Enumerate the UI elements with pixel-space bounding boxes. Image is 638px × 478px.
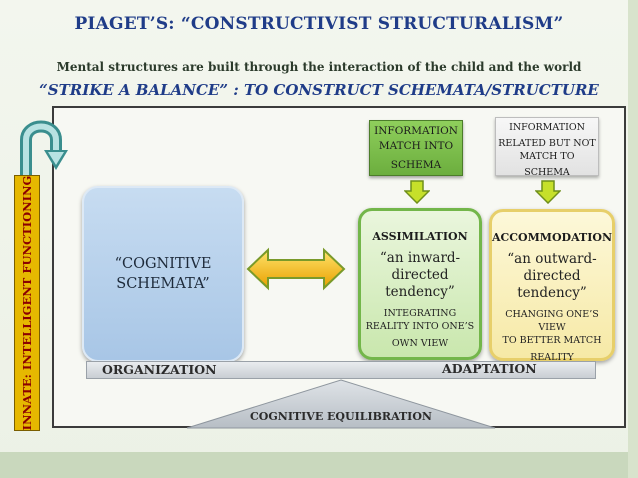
adaptation-label: ADAPTATION [442, 361, 537, 376]
accommodation-box: ACCOMMODATION “an outward- directed tend… [489, 209, 615, 364]
assimilation-description: INTEGRATING REALITY INTO ONE’S OWN VIEW [361, 307, 479, 350]
organization-label: ORGANIZATION [102, 362, 217, 377]
assimilation-desc-line-2: REALITY INTO ONE’S [365, 321, 475, 332]
down-arrow-icon [535, 180, 561, 204]
accommodation-quote: “an outward- directed tendency” [492, 251, 612, 302]
cognitive-schemata-label: “COGNITIVE SCHEMATA” [115, 254, 212, 294]
accommodation-quote-line-2: directed [523, 268, 581, 284]
cognitive-schemata-box: “COGNITIVE SCHEMATA” [82, 186, 244, 362]
down-arrow-icon [404, 180, 430, 204]
accommodation-desc-line-1: CHANGING ONE’S VIEW [505, 309, 599, 333]
right-band [628, 0, 638, 478]
assimilation-box: ASSIMILATION “an inward- directed tenden… [358, 208, 482, 360]
slide-subtitle: Mental structures are built through the … [56, 60, 582, 74]
accommodation-description: CHANGING ONE’S VIEW TO BETTER MATCH REAL… [492, 308, 612, 364]
info-match-line-2: MATCH INTO [378, 140, 454, 152]
assimilation-quote-line-3: tendency” [385, 284, 455, 300]
info-match-box: INFORMATION MATCH INTO SCHEMA [369, 120, 463, 176]
schemata-line-2: SCHEMATA” [116, 276, 210, 292]
cognitive-equilibration-label: COGNITIVE EQUILIBRATION [250, 410, 432, 423]
accommodation-quote-line-1: “an outward- [507, 251, 597, 267]
assimilation-heading: ASSIMILATION [372, 230, 468, 243]
balance-beam [86, 361, 596, 379]
info-related-line-3: MATCH TO [519, 151, 575, 162]
slide-subtitle-quote: “STRIKE A BALANCE” : TO CONSTRUCT SCHEMA… [39, 81, 599, 99]
innate-functioning-bar: INNATE: INTELLIGENT FUNCTIONING [14, 175, 40, 431]
accommodation-desc-line-2: TO BETTER MATCH [502, 335, 602, 346]
info-match-line-3: SCHEMA [390, 159, 442, 171]
assimilation-quote: “an inward- directed tendency” [361, 250, 479, 301]
assimilation-desc-line-3: OWN VIEW [391, 338, 449, 349]
accommodation-quote-line-3: tendency” [517, 285, 587, 301]
assimilation-desc-line-1: INTEGRATING [383, 308, 457, 319]
assimilation-quote-line-2: directed [391, 267, 449, 283]
bottom-band [0, 452, 638, 478]
info-related-line-1: INFORMATION [509, 122, 585, 133]
accommodation-desc-line-3: REALITY [530, 352, 574, 363]
innate-functioning-label: INNATE: INTELLIGENT FUNCTIONING [20, 175, 34, 431]
schemata-line-1: “COGNITIVE [114, 256, 212, 272]
fulcrum-triangle [186, 379, 496, 429]
double-arrow-icon [246, 247, 346, 291]
info-match-line-1: INFORMATION [374, 125, 458, 137]
info-related-line-2: RELATED BUT NOT [498, 138, 596, 149]
assimilation-quote-line-1: “an inward- [379, 250, 461, 266]
curved-arrow-icon [20, 120, 68, 178]
slide-title: PIAGET’S: “CONSTRUCTIVIST STRUCTURALISM” [74, 14, 564, 34]
info-related-box: INFORMATION RELATED BUT NOT MATCH TO SCH… [495, 117, 599, 178]
info-related-line-4: SCHEMA [524, 167, 570, 178]
accommodation-heading: ACCOMMODATION [492, 231, 613, 244]
